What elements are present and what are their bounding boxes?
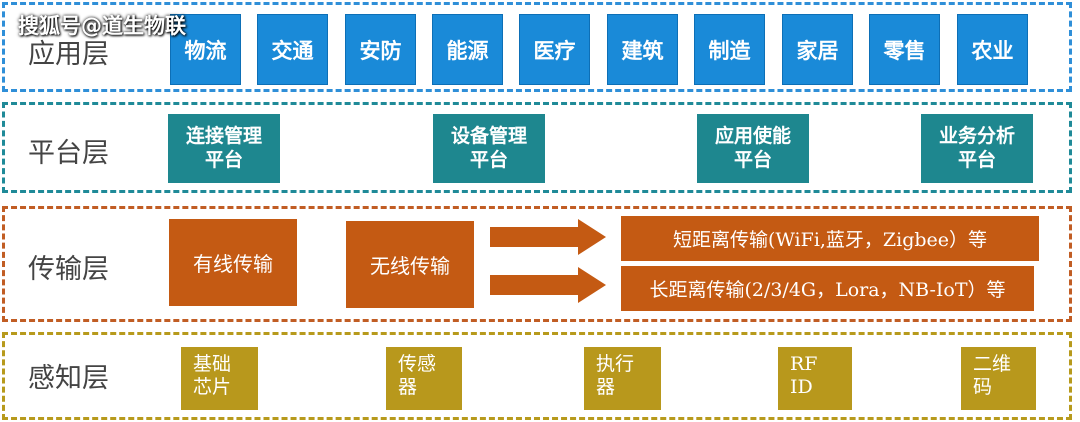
app-item-energy: 能源 [432,14,503,85]
app-item-security: 安防 [345,14,416,85]
platform-business-analytics: 业务分析平台 [921,114,1033,183]
application-layer-frame [2,2,1072,92]
transport-layer-frame [2,206,1072,322]
app-item-retail: 零售 [869,14,940,85]
perception-basic-chip: 基础芯片 [181,347,258,410]
perception-item-line2: 码 [973,375,993,398]
app-item-logistics: 物流 [170,14,241,85]
perception-item-line1: 执行 [596,353,635,375]
perception-item-line2: ID [790,375,813,398]
platform-item-line1: 业务分析 [938,124,1015,147]
perception-layer-label: 感知层 [28,363,109,394]
perception-item-line1: RF [790,353,818,375]
platform-item-line2: 平台 [204,148,243,171]
arrow-right-icon [490,267,606,303]
platform-item-line2: 平台 [957,148,996,171]
app-item-medical: 医疗 [519,14,590,85]
arrow-right-icon [490,219,606,255]
perception-item-line1: 基础 [193,353,232,375]
platform-item-line2: 平台 [469,148,508,171]
platform-item-line1: 应用使能 [714,124,791,147]
platform-item-line2: 平台 [733,148,772,171]
platform-connection-management: 连接管理平台 [168,114,280,183]
perception-item-line2: 器 [398,375,418,398]
watermark-text: 搜狐号@道生物联 [18,14,186,38]
perception-item-line2: 芯片 [193,375,232,398]
platform-device-management: 设备管理平台 [433,114,545,183]
app-item-construction: 建筑 [607,14,678,85]
wireless-transport-box: 无线传输 [346,221,474,308]
perception-item-line1: 传感 [398,353,437,375]
perception-layer-frame [2,332,1072,420]
app-item-manufacturing: 制造 [694,14,765,85]
app-item-home: 家居 [782,14,853,85]
perception-sensor: 传感器 [386,347,462,410]
perception-item-line1: 二维 [973,353,1012,375]
platform-layer-label: 平台层 [28,138,109,169]
wired-transport-box: 有线传输 [169,219,297,306]
transport-layer-label: 传输层 [28,254,109,285]
app-item-agriculture: 农业 [957,14,1028,85]
platform-layer-frame [2,102,1072,193]
platform-item-line1: 设备管理 [450,124,527,147]
long-range-transport-box: 长距离传输(2/3/4G，Lora，NB-IoT）等 [621,266,1034,311]
perception-actuator: 执行器 [584,347,661,410]
perception-qr-code: 二维码 [961,347,1036,410]
app-item-traffic: 交通 [257,14,328,85]
short-range-transport-box: 短距离传输(WiFi,蓝牙，Zigbee）等 [621,216,1039,261]
platform-application-enablement: 应用使能平台 [697,114,809,183]
platform-item-line1: 连接管理 [185,124,262,147]
application-layer-label: 应用层 [28,39,109,70]
perception-item-line2: 器 [596,375,616,398]
